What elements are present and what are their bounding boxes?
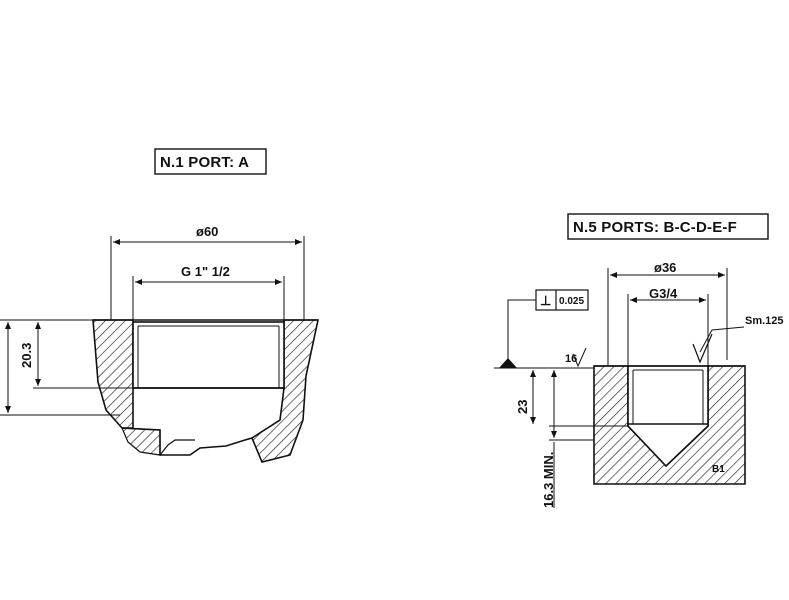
ports-bcdef-drawing: N.5 PORTS: B-C-D-E-F ø36 G3/4 ⊥ 0.025 Sm… <box>494 213 784 508</box>
ports-bcdef-dim-outer: ø36 <box>654 260 676 275</box>
tolerance-symbol: ⊥ <box>540 293 551 308</box>
port-a-body-right <box>251 319 319 463</box>
roughness-label: Sm.125 <box>745 315 784 327</box>
ports-bcdef-title-box <box>567 213 769 240</box>
port-a-title-box <box>154 148 267 175</box>
port-a-body-left <box>92 319 134 429</box>
port-a-bore <box>132 321 285 389</box>
edge-note: B1 <box>712 464 725 475</box>
surface-mark-icon <box>572 347 587 368</box>
ports-bcdef-dim-min: 16.3 MIN. <box>541 452 556 508</box>
roughness-mark-icon <box>692 333 713 364</box>
port-a-dim-thread: G 1" 1/2 <box>181 264 230 279</box>
port-a-title: N.1 PORT: A <box>160 154 249 171</box>
port-a-dim-depth: 20.3 <box>19 343 34 368</box>
ports-bcdef-dim-depth: 23 <box>515 400 530 414</box>
tolerance-value: 0.025 <box>559 296 584 307</box>
ports-bcdef-dim-thread: G3/4 <box>649 286 678 301</box>
port-a-dim-outer: ø60 <box>196 224 218 239</box>
port-a-lower-hatch <box>121 427 161 456</box>
port-a-drawing: N.1 PORT: A ø60 G 1" 1/2 20.3 <box>0 148 319 463</box>
ports-bcdef-title: N.5 PORTS: B-C-D-E-F <box>573 219 737 236</box>
datum-triangle-icon <box>499 358 517 368</box>
